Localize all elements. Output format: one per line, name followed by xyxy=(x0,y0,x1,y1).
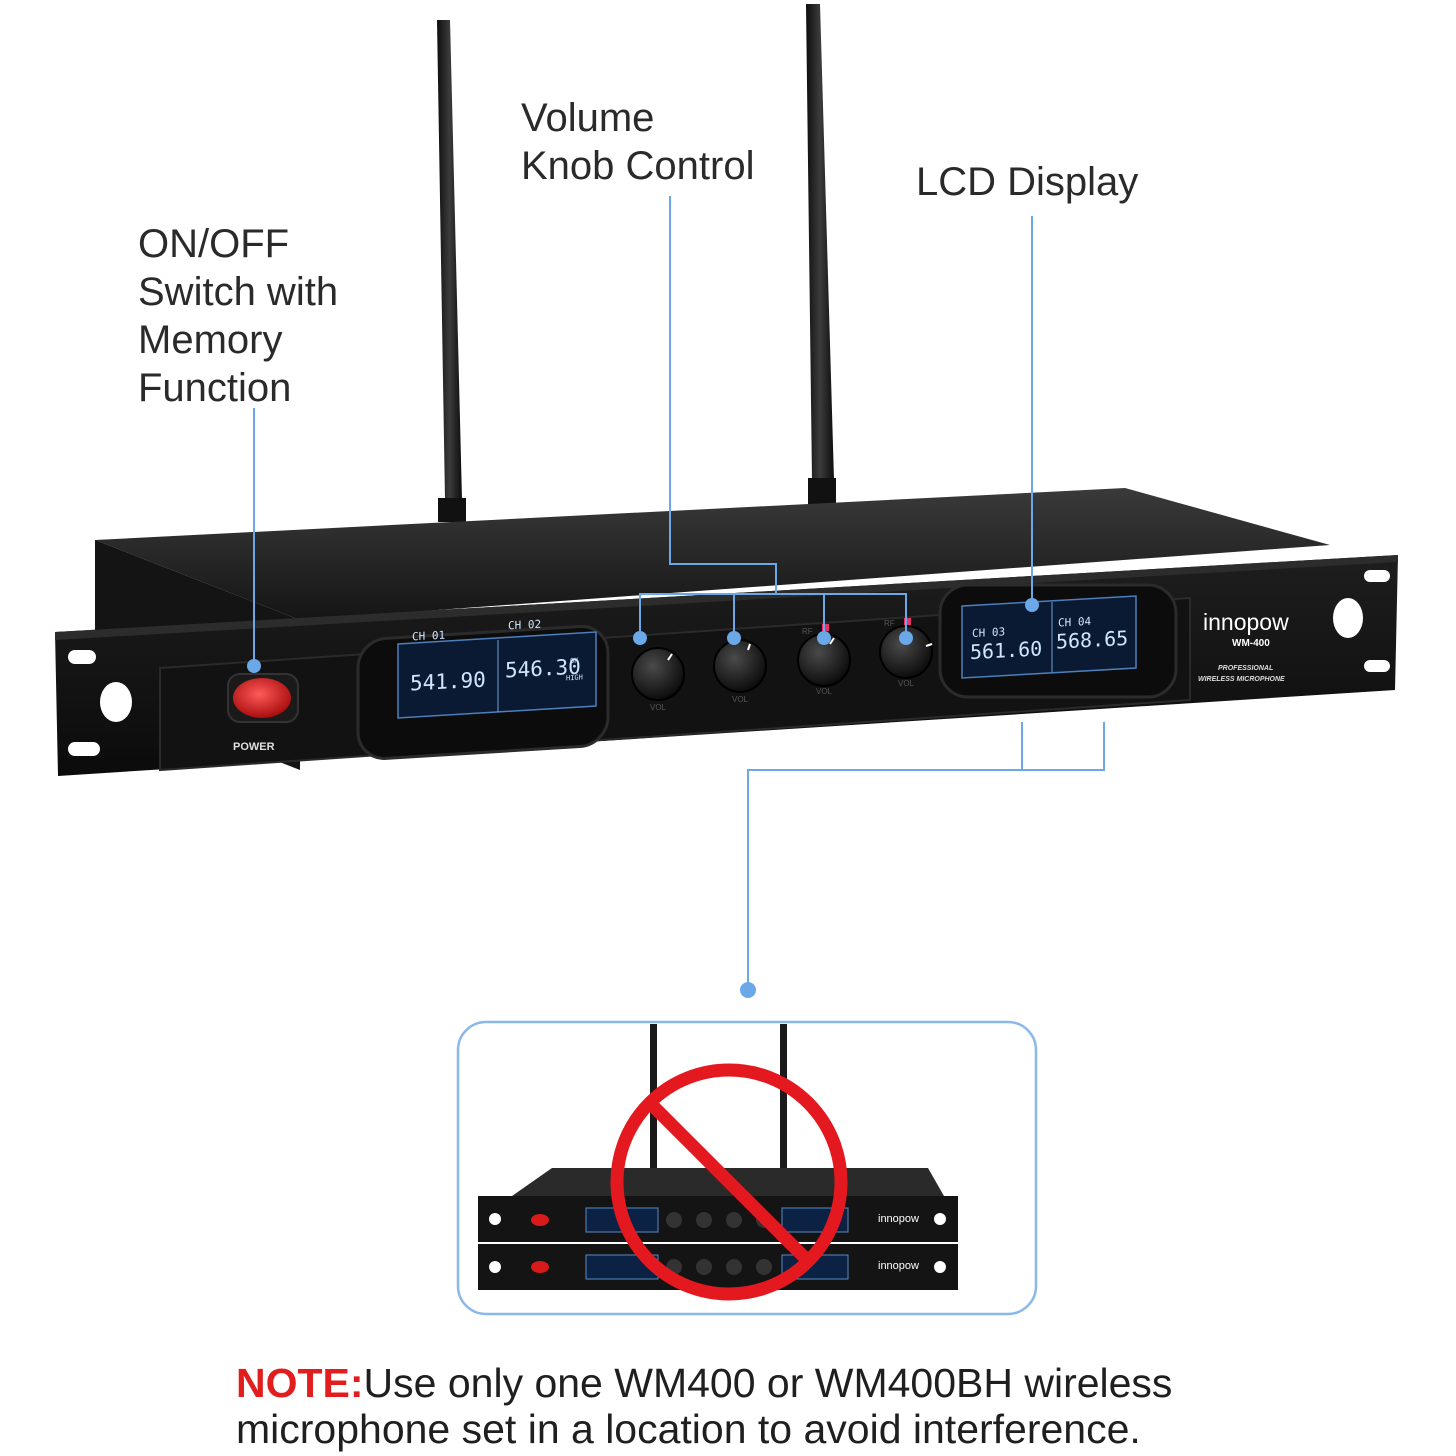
lcd-frequency-2: 546.30 xyxy=(505,654,581,683)
callout-line: LCD Display xyxy=(916,160,1139,204)
callout-line: ON/OFF xyxy=(138,222,290,266)
volume-knob-callout: Volume Knob Control xyxy=(521,94,754,190)
rf-label: RF xyxy=(802,627,813,636)
callout-line: Function xyxy=(138,366,292,410)
rf-indicator xyxy=(822,624,829,631)
lcd-channel-1: CH 01 xyxy=(412,629,445,644)
callout-line: Volume xyxy=(521,96,655,140)
callout-line: Switch with xyxy=(138,270,339,314)
note-text-1: Use only one WM400 or WM400BH wireless xyxy=(363,1360,1173,1406)
rack-hole xyxy=(1333,598,1363,638)
rack-hole xyxy=(1364,570,1390,582)
inset-brand-1: innopow xyxy=(878,1213,919,1225)
lcd-frequency-1: 541.90 xyxy=(410,667,486,696)
lcd-frequency-3: 561.60 xyxy=(970,636,1042,664)
note-text-2: microphone set in a location to avoid in… xyxy=(236,1406,1141,1452)
rf-label: RF xyxy=(884,619,895,628)
note-line-1: NOTE:Use only one WM400 or WM400BH wirel… xyxy=(236,1360,1172,1406)
antenna-right xyxy=(806,4,836,504)
knob-label: VOL xyxy=(816,687,833,696)
power-switch[interactable]: POWER xyxy=(227,673,299,753)
callout-line: Memory xyxy=(138,318,283,362)
model-number: WM-400 xyxy=(1232,638,1270,649)
prohibited-icon xyxy=(610,1063,848,1301)
knob-label: VOL xyxy=(732,695,749,704)
lcd-tag-high: HIGH xyxy=(566,673,583,682)
knob-label: VOL xyxy=(650,703,667,712)
knob-label: VOL xyxy=(898,679,915,688)
interference-note: NOTE:Use only one WM400 or WM400BH wirel… xyxy=(236,1360,1366,1452)
note-label: NOTE: xyxy=(236,1360,364,1406)
callout-lines xyxy=(253,196,1105,986)
power-label: POWER xyxy=(233,741,275,753)
lcd-screen-left: CH 01 541.90 CH 02 546.30 OK HIGH xyxy=(397,618,597,719)
rf-indicator xyxy=(904,618,911,625)
receiver-chassis xyxy=(55,488,1398,776)
rack-hole xyxy=(100,682,132,722)
rack-hole xyxy=(68,650,96,664)
stacked-receiver-2 xyxy=(478,1244,958,1290)
lcd-display-callout: LCD Display xyxy=(916,158,1138,206)
volume-knob-1[interactable]: VOL xyxy=(631,647,685,712)
rack-hole xyxy=(68,742,100,756)
antenna-left xyxy=(437,20,466,522)
lcd-channel-4: CH 04 xyxy=(1058,615,1091,630)
stacked-receiver-1 xyxy=(478,1196,958,1242)
lcd-channel-2: CH 02 xyxy=(508,618,541,633)
lcd-screen-right: CH 03 561.60 CH 04 568.65 xyxy=(961,595,1137,679)
brand-logo: innopow xyxy=(1203,609,1289,635)
lcd-frequency-4: 568.65 xyxy=(1056,626,1128,654)
callout-line: Knob Control xyxy=(521,144,755,188)
lcd-tag-ok: OK xyxy=(570,657,579,665)
tagline-line-1: PROFESSIONAL xyxy=(1218,665,1273,672)
inset-brand-2: innopow xyxy=(878,1260,919,1272)
callout-dots xyxy=(247,598,1039,998)
rack-hole xyxy=(1364,660,1390,672)
brand-plate: innopow WM-400 PROFESSIONAL WIRELESS MIC… xyxy=(1198,609,1289,683)
warning-inset: innopow innopow xyxy=(456,1020,1038,1316)
onoff-switch-callout: ON/OFF Switch with Memory Function xyxy=(138,220,338,412)
lcd-channel-3: CH 03 xyxy=(972,625,1005,640)
volume-knob-4[interactable]: RF VOL xyxy=(879,618,933,688)
tagline-line-2: WIRELESS MICROPHONE xyxy=(1198,676,1285,683)
